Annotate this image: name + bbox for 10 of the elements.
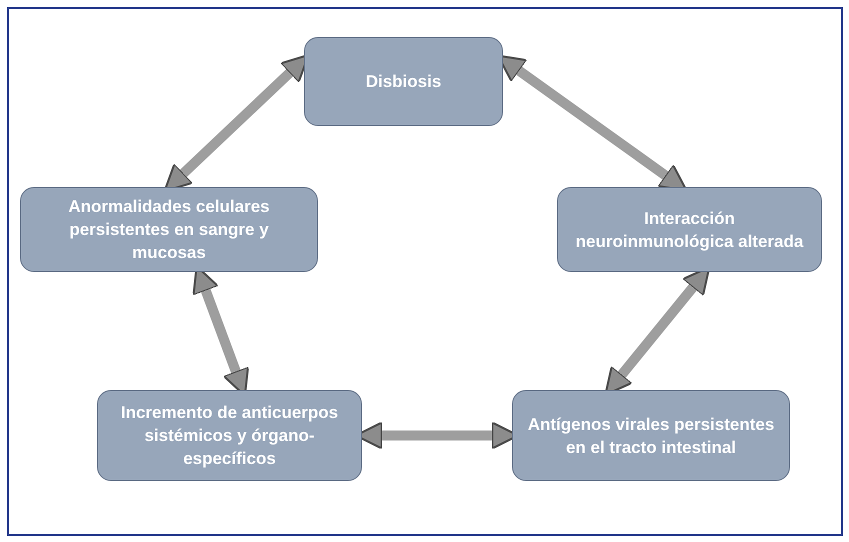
process-box: [512, 390, 790, 481]
box-label: Interacción neuroinmunológica alterada: [574, 208, 804, 252]
box-label: Anormalidades celulares persistentes en sangre y mucosas: [67, 196, 271, 264]
box-label: Incremento de anticuerpos sistémicos y órgano-específicos: [120, 402, 340, 470]
process-box: [20, 187, 318, 272]
process-box: [97, 390, 362, 481]
process-box: [304, 37, 503, 126]
process-box: [557, 187, 822, 272]
box-label: Antígenos virales persistentes en el tracto intestinal: [526, 414, 776, 458]
box-label: Disbiosis: [366, 71, 442, 93]
